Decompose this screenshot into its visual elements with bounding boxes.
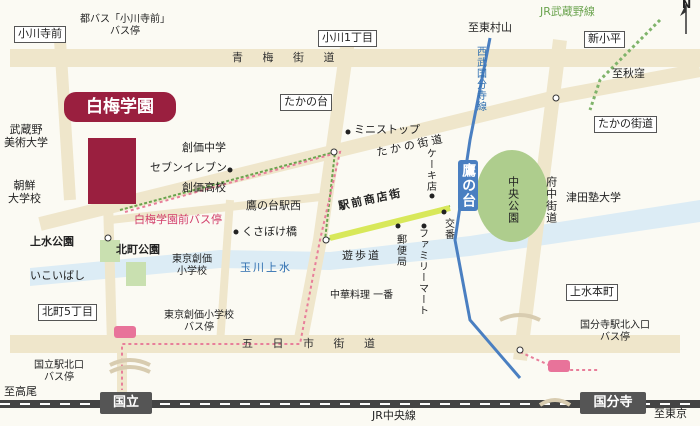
soka-elem-bus-label: 東京創価小学校 バス停 [164,310,234,333]
post-office-label: 郵便局 [394,234,406,267]
seven-eleven-label: セブンイレブン [150,161,227,174]
koban-label: 交番 [442,218,454,240]
familymart-label: ファミリーマート [416,228,428,316]
soka-chu-label: 創価中学 [182,141,226,154]
josui-honmachi-label: 上水本町 [566,284,618,301]
koban-dot [441,209,447,215]
school-road [109,192,331,224]
jr-musashino-label: JR武蔵野線 [540,5,595,18]
seibu-kokubunji-line [453,37,522,379]
takanokaido-stop-label: たかの街道 [594,116,657,133]
central-park-area [476,150,548,242]
kogawa-dera-mae-label: 小川寺前 [14,26,66,43]
school-building [88,138,136,204]
takanodai-west-node [322,236,330,244]
tsuda-juku-label: 津田塾大学 [566,191,621,204]
mid-road [216,199,234,345]
shikubo-label: 至秋窪 [612,67,645,80]
compass-arrow [680,4,686,16]
toei-bus-stop-label: 都バス「小川寺前」 バス停 [80,14,170,37]
cut-mark-west [109,358,151,374]
ikoi-bashi-label: いこいばし [30,269,85,282]
josui-park-label: 上水公園 [30,235,74,248]
kunitachi-station-label: 国立 [100,392,152,414]
takanodai-west-label: 鷹の台駅西 [246,199,301,212]
kitamachi-park-label: 北町公園 [116,243,160,256]
higashimurayama-label: 至東村山 [468,21,512,34]
chosen-daigakko-label: 朝鮮 大学校 [8,179,41,205]
fuchu-kaido-label: 府中街道 [544,176,558,224]
bus-icon-kunitachi [114,326,136,338]
kunitachi-north-bus-label: 国立駅北口 バス停 [34,360,84,383]
bus-icon-kokubunji [548,360,570,372]
seven-eleven-dot [227,167,233,173]
jr-chuo-label: JR中央線 [372,409,416,422]
cut-mark-east [499,313,572,407]
kokubunji-station-label: 国分寺 [580,392,646,414]
post-office-dot [395,223,401,229]
cake-shop-label: ケーキ店 [424,148,436,192]
itsukaichi-kaido-label: 五 日 市 街 道 [242,337,383,350]
kitamachi-road [103,199,117,345]
musashino-bidai-label: 武蔵野 美術大学 [4,123,48,149]
kokubunji-north-bus-label: 国分寺駅北入口 バス停 [580,320,650,343]
takanodai-station-label: 鷹の台 [458,160,479,211]
soka-ko-label: 創価高校 [182,181,226,194]
tokyo-direction-label: 至東京 [654,407,687,420]
jr-musashino-line [588,18,662,111]
ome-kaido-label: 青 梅 街 道 [232,51,343,64]
kokubunji-north-node [516,346,524,354]
takano-kaido-road [38,63,700,231]
bus-route-kunitachi [121,150,342,390]
cake-dot [429,193,435,199]
ministop-label: ミニストップ [354,123,420,136]
north-label: N [682,0,692,11]
seibu-kokubunji-label: 西武国分寺線 [474,46,486,112]
shopping-street-highlight [329,205,451,241]
takao-label: 至高尾 [4,385,37,398]
kitamachi-park-area [126,262,146,286]
kogawa-1chome-label: 小川1丁目 [318,30,377,47]
west-road [54,39,76,201]
shinkodaira-label: 新小平 [584,31,625,48]
kusabake-dot [233,229,239,235]
josui-park-area [100,240,120,262]
school-bus-stop-label: 白梅学園前バス停 [134,213,222,226]
chuka-ryori-label: 中華料理 一番 [330,290,394,301]
familymart-dot [421,223,427,229]
kitamachi-node [104,234,112,242]
tamagawa-josui-water [30,200,700,286]
kitamachi-5chome-label: 北町5丁目 [38,304,97,321]
kusabake-bashi-label: くさぼけ橋 [242,225,297,238]
takanodai-label: たかの台 [280,94,332,111]
ministop-dot [345,129,351,135]
tamagawa-josui-label: 玉川上水 [240,261,292,274]
takanokaido-node [552,94,560,102]
school-name-title: 白梅学園 [64,92,176,122]
takanodai-node [330,148,338,156]
central-park-label: 中央公園 [506,176,520,224]
yuhodo-label: 遊歩道 [342,249,381,262]
tokyo-soka-elem-label: 東京創価 小学校 [172,254,212,277]
